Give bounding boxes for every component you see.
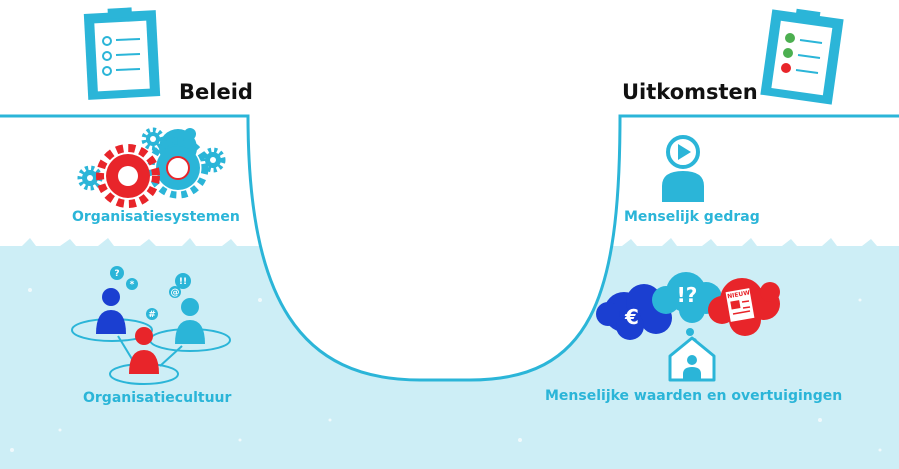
house-person-icon	[668, 336, 716, 382]
news-label: NIEUWS	[727, 289, 755, 301]
clipboard-icon	[83, 7, 161, 100]
clipboard-check-icon	[760, 8, 844, 105]
people-chat-icon	[71, 266, 231, 385]
heading-beleid: Beleid	[179, 80, 253, 104]
label-menselijk-gedrag: Menselijk gedrag	[624, 209, 760, 225]
heading-uitkomsten: Uitkomsten	[622, 80, 758, 104]
gears-icon	[77, 127, 226, 208]
chat-exclaim: !!	[179, 277, 187, 287]
euro-symbol: €	[624, 305, 639, 329]
chat-question: ?	[114, 269, 119, 279]
label-organisatiecultuur: Organisatiecultuur	[83, 390, 232, 406]
chat-star: *	[130, 280, 135, 290]
chat-at: @	[171, 288, 180, 298]
label-menselijke-waarden: Menselijke waarden en overtuigingen	[545, 388, 843, 404]
valley-cover	[250, 118, 618, 378]
question-symbol: !?	[677, 283, 698, 307]
water-specks	[10, 288, 882, 452]
person-play-icon	[662, 135, 704, 202]
label-organisatiesystemen: Organisatiesystemen	[72, 209, 240, 225]
chat-hash: #	[148, 310, 156, 320]
